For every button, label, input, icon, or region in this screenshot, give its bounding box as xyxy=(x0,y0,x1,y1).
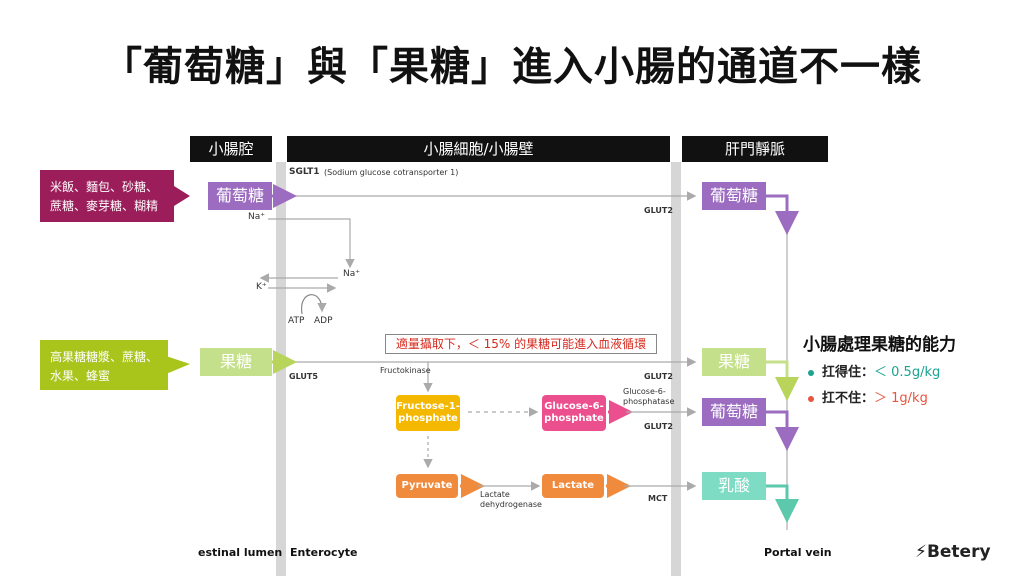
column-header-enterocyte: 小腸細胞/小腸壁 xyxy=(287,136,670,162)
capacity-bad-value: ＞ 1g/kg xyxy=(874,391,928,406)
basolateral-membrane-bar xyxy=(671,162,681,576)
glut2-label-top: GLUT2 xyxy=(644,206,673,215)
lightning-icon: ⚡ xyxy=(915,542,927,562)
bottom-label-enterocyte: Enterocyte xyxy=(290,546,358,559)
capacity-ok-row: 扛得住：＜ 0.5g/kg xyxy=(808,361,940,380)
capacity-bad-label: 扛不住： xyxy=(822,391,875,406)
lactate-portal-node: 乳酸 xyxy=(702,472,766,500)
glucose-6-phosphate-box: Glucose-6-phosphate xyxy=(542,395,606,431)
potassium-label: K⁺ xyxy=(256,282,267,292)
lactate-box: Lactate xyxy=(542,474,604,498)
glucose-portal-node-top: 葡萄糖 xyxy=(702,182,766,210)
fructose-lumen-node: 果糖 xyxy=(200,348,272,376)
glucose-portal-node-mid: 葡萄糖 xyxy=(702,398,766,426)
glut5-label: GLUT5 xyxy=(289,372,318,381)
g6pase-label: Glucose-6-phosphatase xyxy=(623,387,675,406)
fructokinase-label: Fructokinase xyxy=(380,366,431,375)
teal-dot-icon xyxy=(808,369,814,376)
capacity-bad-row: 扛不住：＞ 1g/kg xyxy=(808,387,928,406)
capacity-title: 小腸處理果糖的能力 xyxy=(803,335,956,355)
atp-label: ATP xyxy=(288,316,305,326)
sodium-label-cell: Na⁺ xyxy=(343,269,360,279)
fructose-1-phosphate-box: Fructose-1-phosphate xyxy=(396,395,460,431)
capacity-ok-value: ＜ 0.5g/kg xyxy=(874,365,941,380)
ldh-label: Lactate dehydrogenase xyxy=(480,490,542,509)
fructose-warning-note: 適量攝取下，＜ 15% 的果糖可能進入血液循環 xyxy=(385,334,657,354)
mct-label: MCT xyxy=(648,494,668,503)
pyruvate-box: Pyruvate xyxy=(396,474,458,498)
adp-label: ADP xyxy=(314,316,333,326)
fructose-portal-node: 果糖 xyxy=(702,348,766,376)
column-header-portal: 肝門靜脈 xyxy=(682,136,828,162)
glucose-food-sources: 米飯、麵包、砂糖、蔗糖、麥芽糖、糊精 xyxy=(40,170,174,222)
red-dot-icon xyxy=(808,395,814,402)
capacity-ok-label: 扛得住： xyxy=(822,365,875,380)
sglt1-fullname-label: (Sodium glucose cotransporter 1) xyxy=(324,168,459,177)
page-title: 「葡萄糖」與「果糖」進入小腸的通道不一樣 xyxy=(102,44,922,90)
bottom-label-lumen: estinal lumen xyxy=(198,546,283,559)
fructose-food-sources: 高果糖糖漿、蔗糖、水果、蜂蜜 xyxy=(40,340,168,390)
glut2-label-low: GLUT2 xyxy=(644,422,673,431)
glucose-lumen-node: 葡萄糖 xyxy=(208,182,272,210)
sodium-label-lumen: Na⁺ xyxy=(248,212,265,222)
brand-logo: ⚡Betery xyxy=(915,542,991,562)
column-header-lumen: 小腸腔 xyxy=(190,136,272,162)
brand-name: Betery xyxy=(926,542,991,562)
sglt1-label: SGLT1 xyxy=(289,167,320,177)
bottom-label-portal: Portal vein xyxy=(764,546,832,559)
glut2-label-mid: GLUT2 xyxy=(644,372,673,381)
